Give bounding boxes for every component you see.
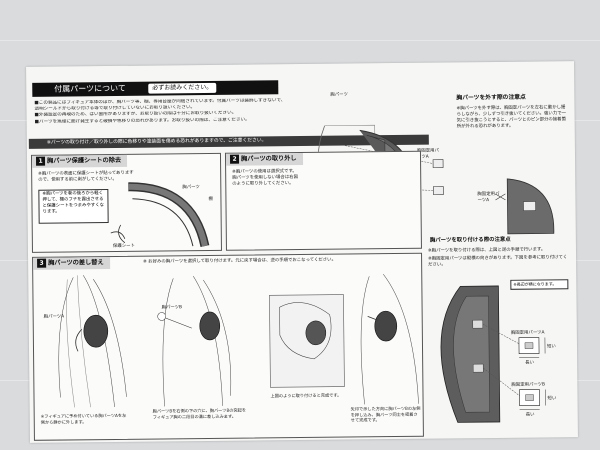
section-1-illustration <box>110 182 210 248</box>
attach-label-a: 胸固定用パーツA <box>510 330 545 336</box>
header-bar: 付属パーツについて 必ずお読みください。 <box>32 80 279 97</box>
attach-notes-area: 胸パーツを取り付ける際の注意点 ※胸パーツを取り付ける際は、上図と逆の手順で行い… <box>426 233 576 435</box>
attach-illustration <box>440 285 546 423</box>
intro-text: ■この製品にはフィギュア本体のほか、胸パーツ等、棚、専用台座が同梱されています。… <box>34 98 284 125</box>
remove-notes-title: 胸パーツを外す際の注意点 <box>456 94 526 102</box>
s1-label-shelf: 棚 <box>208 196 213 202</box>
attach-short-b: 短い <box>547 396 557 402</box>
attach-long-a: 長い <box>525 360 534 366</box>
page-title: 付属パーツについて <box>54 83 126 94</box>
s3-caption-1: ※フィギュアに予め付いている胸パーツAを左側から静かに外します。 <box>40 412 127 425</box>
instruction-sheet: 付属パーツについて 必ずお読みください。 ■この製品にはフィギュア本体のほか、胸… <box>26 61 578 443</box>
s1-label-part: 胸パーツ <box>182 185 200 191</box>
attach-label-b: 胸固定用パーツB <box>511 382 546 388</box>
attach-long-side-note: ※長辺が横になります。 <box>510 279 569 290</box>
label-fix-part-b: 胸固定用パーツA <box>477 191 500 203</box>
remove-notes-text: ※胸パーツを外す際は、胸固定パーツを左右に動かし揺らしながら、少しずつ引き抜いて… <box>456 105 567 130</box>
s3-caption-3: 上図のように取り付けると完成です。 <box>270 392 342 399</box>
section-3-illustration <box>58 273 419 408</box>
s3-label-part-a: 胸パーツA <box>43 314 65 320</box>
s3-caption-2: 胸パーツBを右側の下の穴に、胸パーツBの突起をフィギュア胸の二段目の溝に差し込み… <box>152 407 247 420</box>
s3-label-part-b: 胸パーツB <box>161 305 183 311</box>
section-2-text: ※胸パーツの使用は選択式です。胸パーツを使用しない場合は右図のように取り外してく… <box>232 169 299 187</box>
section-2-title-text: 胸パーツの取り外し <box>240 155 297 163</box>
label-chest-part: 胸パーツ <box>330 92 348 98</box>
attach-long-b: 長い <box>525 412 535 418</box>
must-read-note: 必ずお読みください。 <box>148 82 217 94</box>
section-2-number: 2 <box>229 154 240 164</box>
s1-label-sheet: 保護シート <box>112 243 135 249</box>
attach-short-a: 短い <box>546 344 556 350</box>
s3-caption-4: 矢印で示した方向に胸パーツBの左側を押し込み、胸パーツ同士を密着させて完成です。 <box>350 405 421 423</box>
